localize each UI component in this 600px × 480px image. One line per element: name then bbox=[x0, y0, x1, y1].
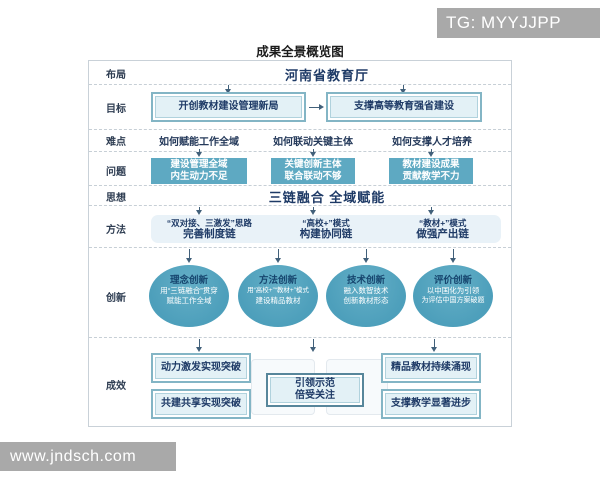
down-arrow-icon bbox=[274, 249, 281, 263]
method-col-2-line2: 构建协同链 bbox=[299, 227, 353, 240]
effect-box-middle: 引领示范 倍受关注 bbox=[266, 373, 364, 407]
watermark-top-right: TG: MYYJJPP bbox=[437, 8, 600, 38]
row-divider bbox=[89, 337, 511, 338]
row-label-goal: 目标 bbox=[106, 104, 126, 115]
innovation-ellipse-technology-line1: 融入数智技术 bbox=[343, 286, 389, 295]
down-arrow-icon bbox=[309, 149, 316, 157]
problem-box-3-line2: 贡献教学不力 bbox=[402, 171, 460, 182]
innovation-ellipse-concept: 理念创新 用“三链融合”贯穿 赋能工作全域 bbox=[149, 265, 229, 327]
effect-box-right-2-label: 支撑教学显著进步 bbox=[385, 393, 477, 415]
innovation-ellipse-concept-title: 理念创新 bbox=[169, 275, 208, 286]
innovation-ellipse-technology: 技术创新 融入数智技术 创新教材形态 bbox=[326, 265, 406, 327]
innovation-ellipse-method-line1: 用“高校+”“教材+”模式 bbox=[247, 287, 309, 294]
problem-box-3: 教材建设成果 贡献教学不力 bbox=[389, 158, 473, 184]
effect-box-middle-line2: 倍受关注 bbox=[295, 390, 335, 401]
difficulty-item-2: 如何联动关键主体 bbox=[273, 137, 353, 148]
problem-box-3-line1: 教材建设成果 bbox=[402, 159, 460, 170]
row-label-method: 方法 bbox=[106, 225, 126, 236]
goal-box-1: 开创教材建设管理新局 bbox=[151, 92, 306, 122]
down-arrow-icon bbox=[224, 85, 231, 94]
goal-box-1-label: 开创教材建设管理新局 bbox=[155, 96, 302, 118]
down-arrow-icon bbox=[430, 339, 437, 352]
layout-authority-text: 河南省教育厅 bbox=[284, 68, 369, 83]
innovation-ellipse-method-line2: 建设精品教材 bbox=[255, 295, 301, 305]
effect-box-right-1-label: 精品教材持续涌现 bbox=[385, 357, 477, 379]
row-divider bbox=[89, 247, 511, 248]
row-divider bbox=[89, 205, 511, 206]
row-label-effect: 成效 bbox=[106, 381, 126, 392]
difficulty-item-3: 如何支撑人才培养 bbox=[392, 137, 472, 148]
row-divider bbox=[89, 129, 511, 130]
down-arrow-icon bbox=[399, 85, 406, 94]
diagram-title: 成果全景概览图 bbox=[256, 45, 344, 59]
problem-box-1: 建设管理全域 内生动力不足 bbox=[151, 158, 247, 184]
down-arrow-icon bbox=[427, 207, 434, 215]
effect-box-left-1-label: 动力激发实现突破 bbox=[155, 357, 247, 379]
goal-box-2-label: 支撑高等教育强省建设 bbox=[330, 96, 478, 118]
method-panel: “双对接、三激发”思路 完善制度链 “高校+”模式 构建协同链 “教材+”模式 … bbox=[151, 215, 501, 243]
idea-text: 三链融合 全域赋能 bbox=[268, 190, 386, 205]
innovation-ellipse-evaluation-line1: 以中国化为引领 bbox=[426, 286, 480, 295]
innovation-ellipse-concept-line2: 赋能工作全域 bbox=[166, 295, 212, 305]
down-arrow-icon bbox=[427, 149, 434, 157]
down-arrow-icon bbox=[449, 249, 456, 263]
innovation-ellipse-concept-line1: 用“三链融合”贯穿 bbox=[160, 286, 218, 295]
problem-box-1-line1: 建设管理全域 bbox=[170, 159, 228, 170]
problem-box-1-line2: 内生动力不足 bbox=[170, 171, 228, 182]
row-label-problem: 问题 bbox=[106, 167, 126, 178]
row-label-innovation: 创新 bbox=[106, 293, 126, 304]
watermark-bottom-left: www.jndsch.com bbox=[0, 442, 176, 471]
difficulty-item-1: 如何赋能工作全域 bbox=[159, 137, 239, 148]
row-divider bbox=[89, 84, 511, 85]
innovation-ellipse-evaluation: 评价创新 以中国化为引领 为评估中国方案破题 bbox=[413, 265, 493, 327]
effect-box-left-1: 动力激发实现突破 bbox=[151, 353, 251, 383]
row-divider bbox=[89, 185, 511, 186]
innovation-ellipse-evaluation-line2: 为评估中国方案破题 bbox=[421, 296, 485, 304]
problem-box-2-line1: 关键创新主体 bbox=[284, 159, 342, 170]
effect-box-left-2: 共建共享实现突破 bbox=[151, 389, 251, 419]
effect-box-middle-line1: 引领示范 bbox=[295, 378, 335, 389]
innovation-ellipse-technology-line2: 创新教材形态 bbox=[343, 295, 389, 305]
effect-box-left-2-label: 共建共享实现突破 bbox=[155, 393, 247, 415]
innovation-ellipse-evaluation-title: 评价创新 bbox=[433, 275, 472, 286]
down-arrow-icon bbox=[195, 207, 202, 215]
method-col-1: “双对接、三激发”思路 完善制度链 bbox=[151, 215, 268, 243]
method-col-3-line2: 做强产出链 bbox=[416, 227, 469, 240]
innovation-ellipse-method-title: 方法创新 bbox=[258, 275, 297, 286]
down-arrow-icon bbox=[195, 149, 202, 157]
method-col-3: “教材+”模式 做强产出链 bbox=[384, 215, 501, 243]
method-col-2-line1: “高校+”模式 bbox=[302, 217, 350, 228]
right-arrow-icon bbox=[309, 103, 324, 110]
row-label-idea: 思想 bbox=[106, 193, 126, 204]
innovation-ellipse-method: 方法创新 用“高校+”“教材+”模式 建设精品教材 bbox=[238, 265, 318, 327]
method-col-1-line2: 完善制度链 bbox=[183, 227, 236, 240]
problem-box-2: 关键创新主体 联合联动不够 bbox=[271, 158, 355, 184]
effect-box-right-1: 精品教材持续涌现 bbox=[381, 353, 481, 383]
innovation-ellipse-technology-title: 技术创新 bbox=[346, 275, 385, 286]
method-col-2: “高校+”模式 构建协同链 bbox=[268, 215, 385, 243]
down-arrow-icon bbox=[185, 249, 192, 263]
down-arrow-icon bbox=[362, 249, 369, 263]
down-arrow-icon bbox=[195, 339, 202, 352]
row-label-difficulty: 难点 bbox=[106, 137, 126, 148]
problem-box-2-line2: 联合联动不够 bbox=[284, 171, 342, 182]
down-arrow-icon bbox=[309, 207, 316, 215]
method-col-3-line1: “教材+”模式 bbox=[418, 217, 467, 228]
method-col-1-line1: “双对接、三激发”思路 bbox=[166, 217, 252, 228]
effect-box-right-2: 支撑教学显著进步 bbox=[381, 389, 481, 419]
row-divider bbox=[89, 151, 511, 152]
goal-box-2: 支撑高等教育强省建设 bbox=[326, 92, 482, 122]
diagram-frame: 布局 目标 难点 问题 思想 方法 创新 成效 河南省教育厅 开创教材建设管理新… bbox=[88, 60, 512, 427]
down-arrow-icon bbox=[309, 339, 316, 352]
row-label-layout: 布局 bbox=[106, 70, 126, 81]
